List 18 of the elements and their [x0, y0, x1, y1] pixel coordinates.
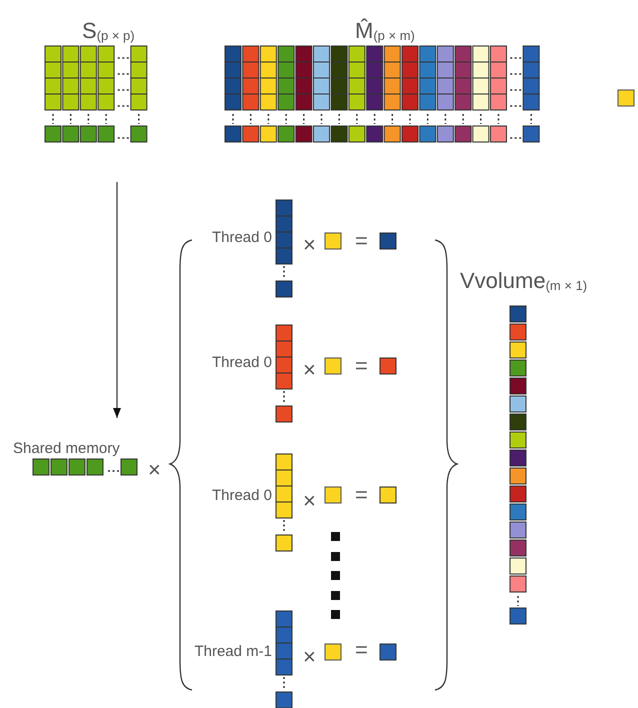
equals-sign: = [355, 639, 368, 661]
equals-sign: = [355, 230, 368, 252]
arrow [113, 182, 121, 418]
thread-label: Thread m-1 [194, 644, 272, 659]
equals-sign: = [355, 484, 368, 506]
equals-sign: = [355, 355, 368, 377]
thread-label: Thread 0 [212, 488, 272, 503]
times-sign: × [303, 646, 316, 668]
matrix-title: M̂$_{(p × m)}$ [355, 20, 415, 42]
times-sign: × [303, 234, 316, 256]
thread-label: Thread 0 [212, 230, 272, 245]
times-sign: × [148, 459, 161, 481]
memory-label: Shared memory [13, 441, 120, 456]
matrix-title: Vvolume$_{(m × 1)}$ [460, 270, 588, 292]
times-sign: × [303, 359, 316, 381]
matrix-title: S$_{(p × p)}$ [82, 20, 135, 42]
times-sign: × [303, 490, 316, 512]
thread-label: Thread 0 [212, 355, 272, 370]
